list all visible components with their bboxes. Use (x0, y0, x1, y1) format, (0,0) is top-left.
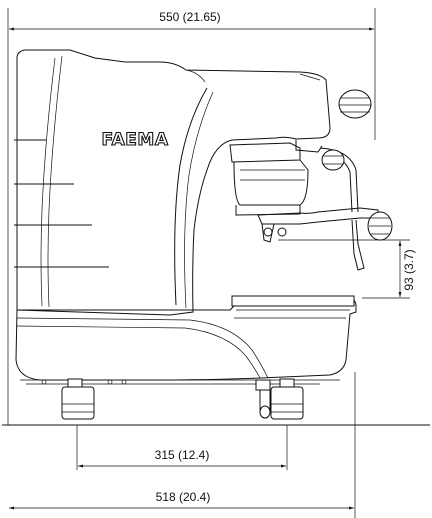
steam-knob-top (338, 89, 372, 119)
drain-fitting (255, 379, 271, 419)
steam-assembly (295, 89, 372, 271)
dimension-feet-spacing: 315 (12.4) (76, 425, 288, 470)
group-head (229, 142, 393, 243)
front-foot (61, 378, 95, 420)
feet-spacing-label: 315 (12.4) (155, 448, 210, 462)
machine-body (14, 49, 357, 385)
steam-knob-middle (321, 149, 345, 171)
overall-width-label: 550 (21.65) (159, 10, 220, 24)
dimension-base-depth: 518 (20.4) (9, 372, 356, 518)
machine-feet (61, 378, 304, 420)
cup-height-label: 93 (3.7) (402, 249, 416, 290)
brand-logo: FAEMA (101, 130, 168, 150)
dimension-cup-height: 93 (3.7) (278, 239, 416, 299)
base-depth-label: 518 (20.4) (156, 490, 211, 504)
rear-foot (270, 378, 304, 420)
portafilter-handle-knob (367, 211, 393, 241)
dimension-overall-width: 550 (21.65) (7, 8, 376, 425)
